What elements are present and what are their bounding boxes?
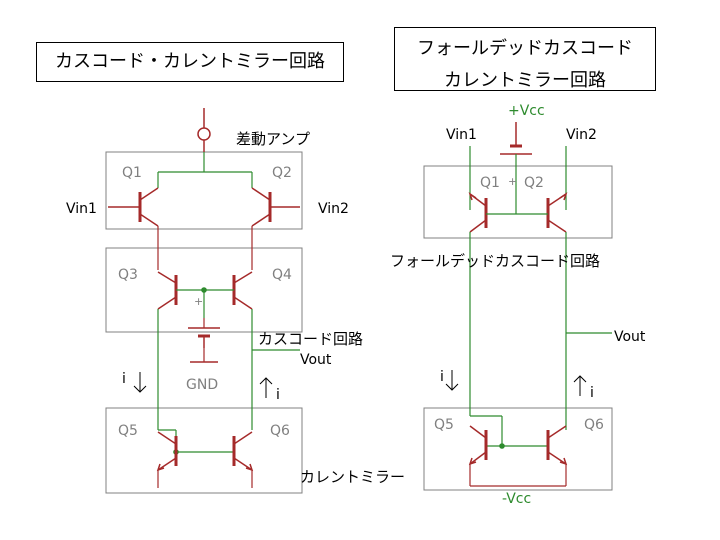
current-source-symbol — [197, 108, 211, 152]
left-q4-label: Q4 — [272, 267, 292, 283]
left-q6-label: Q6 — [270, 423, 290, 439]
right-vin1-label: Vin1 — [446, 127, 477, 143]
right-title-box: フォールデッドカスコード カレントミラー回路 — [394, 27, 656, 91]
right-q6-transistor — [546, 425, 568, 466]
left-mirror-box — [105, 407, 303, 494]
left-current-arrows — [133, 372, 273, 398]
right-current-arrows — [445, 370, 587, 396]
right-vcc-battery — [500, 122, 532, 155]
left-plus-label: + — [194, 295, 204, 308]
right-q5-label: Q5 — [434, 417, 454, 433]
left-bias-battery — [188, 327, 220, 348]
right-plus-label: + — [508, 175, 518, 188]
right-q1-transistor — [468, 192, 488, 233]
left-q5-transistor — [156, 431, 178, 472]
right-mirror-box — [423, 407, 613, 491]
right-vin2-label: Vin2 — [566, 127, 597, 143]
right-q5-transistor — [468, 425, 488, 466]
right-title-line2: カレントミラー回路 — [444, 70, 606, 91]
left-q4-transistor — [232, 271, 253, 310]
right-q2-transistor — [546, 192, 568, 233]
diff-amp-label: 差動アンプ — [236, 130, 310, 148]
left-q1-transistor — [108, 187, 159, 227]
gnd-label: GND — [186, 377, 219, 393]
left-q5-label: Q5 — [118, 423, 138, 439]
left-i-label-left: i — [122, 371, 126, 387]
left-cascode-box — [105, 247, 303, 333]
mirror-label: カレントミラー — [300, 468, 406, 486]
left-q3-transistor — [157, 271, 178, 310]
left-q2-transistor — [251, 187, 300, 227]
left-title: カスコード・カレントミラー回路 — [55, 51, 325, 72]
right-diff-amp-box — [423, 165, 613, 239]
right-q6-label: Q6 — [584, 417, 604, 433]
left-i-label-right: i — [276, 387, 280, 403]
left-q1-label: Q1 — [122, 165, 142, 181]
left-q2-label: Q2 — [272, 165, 292, 181]
left-q3-label: Q3 — [118, 267, 138, 283]
right-i-label-right: i — [590, 385, 594, 401]
right-neg-vcc-label: -Vcc — [502, 491, 532, 507]
folded-cascode-label: フォールデッドカスコード回路 — [390, 252, 601, 270]
left-title-box: カスコード・カレントミラー回路 — [36, 42, 344, 82]
right-vout-label: Vout — [614, 329, 646, 345]
left-vout-label: Vout — [300, 352, 332, 368]
cascode-label: カスコード回路 — [258, 330, 364, 348]
right-i-label-left: i — [440, 369, 444, 385]
right-q1-label: Q1 — [480, 175, 500, 191]
right-q2-label: Q2 — [524, 175, 544, 191]
right-title-line1: フォールデッドカスコード — [417, 38, 633, 59]
left-vin2-label: Vin2 — [318, 201, 349, 217]
left-vin1-label: Vin1 — [66, 201, 97, 217]
right-vcc-label: +Vcc — [508, 103, 545, 119]
left-q6-transistor — [232, 431, 254, 472]
